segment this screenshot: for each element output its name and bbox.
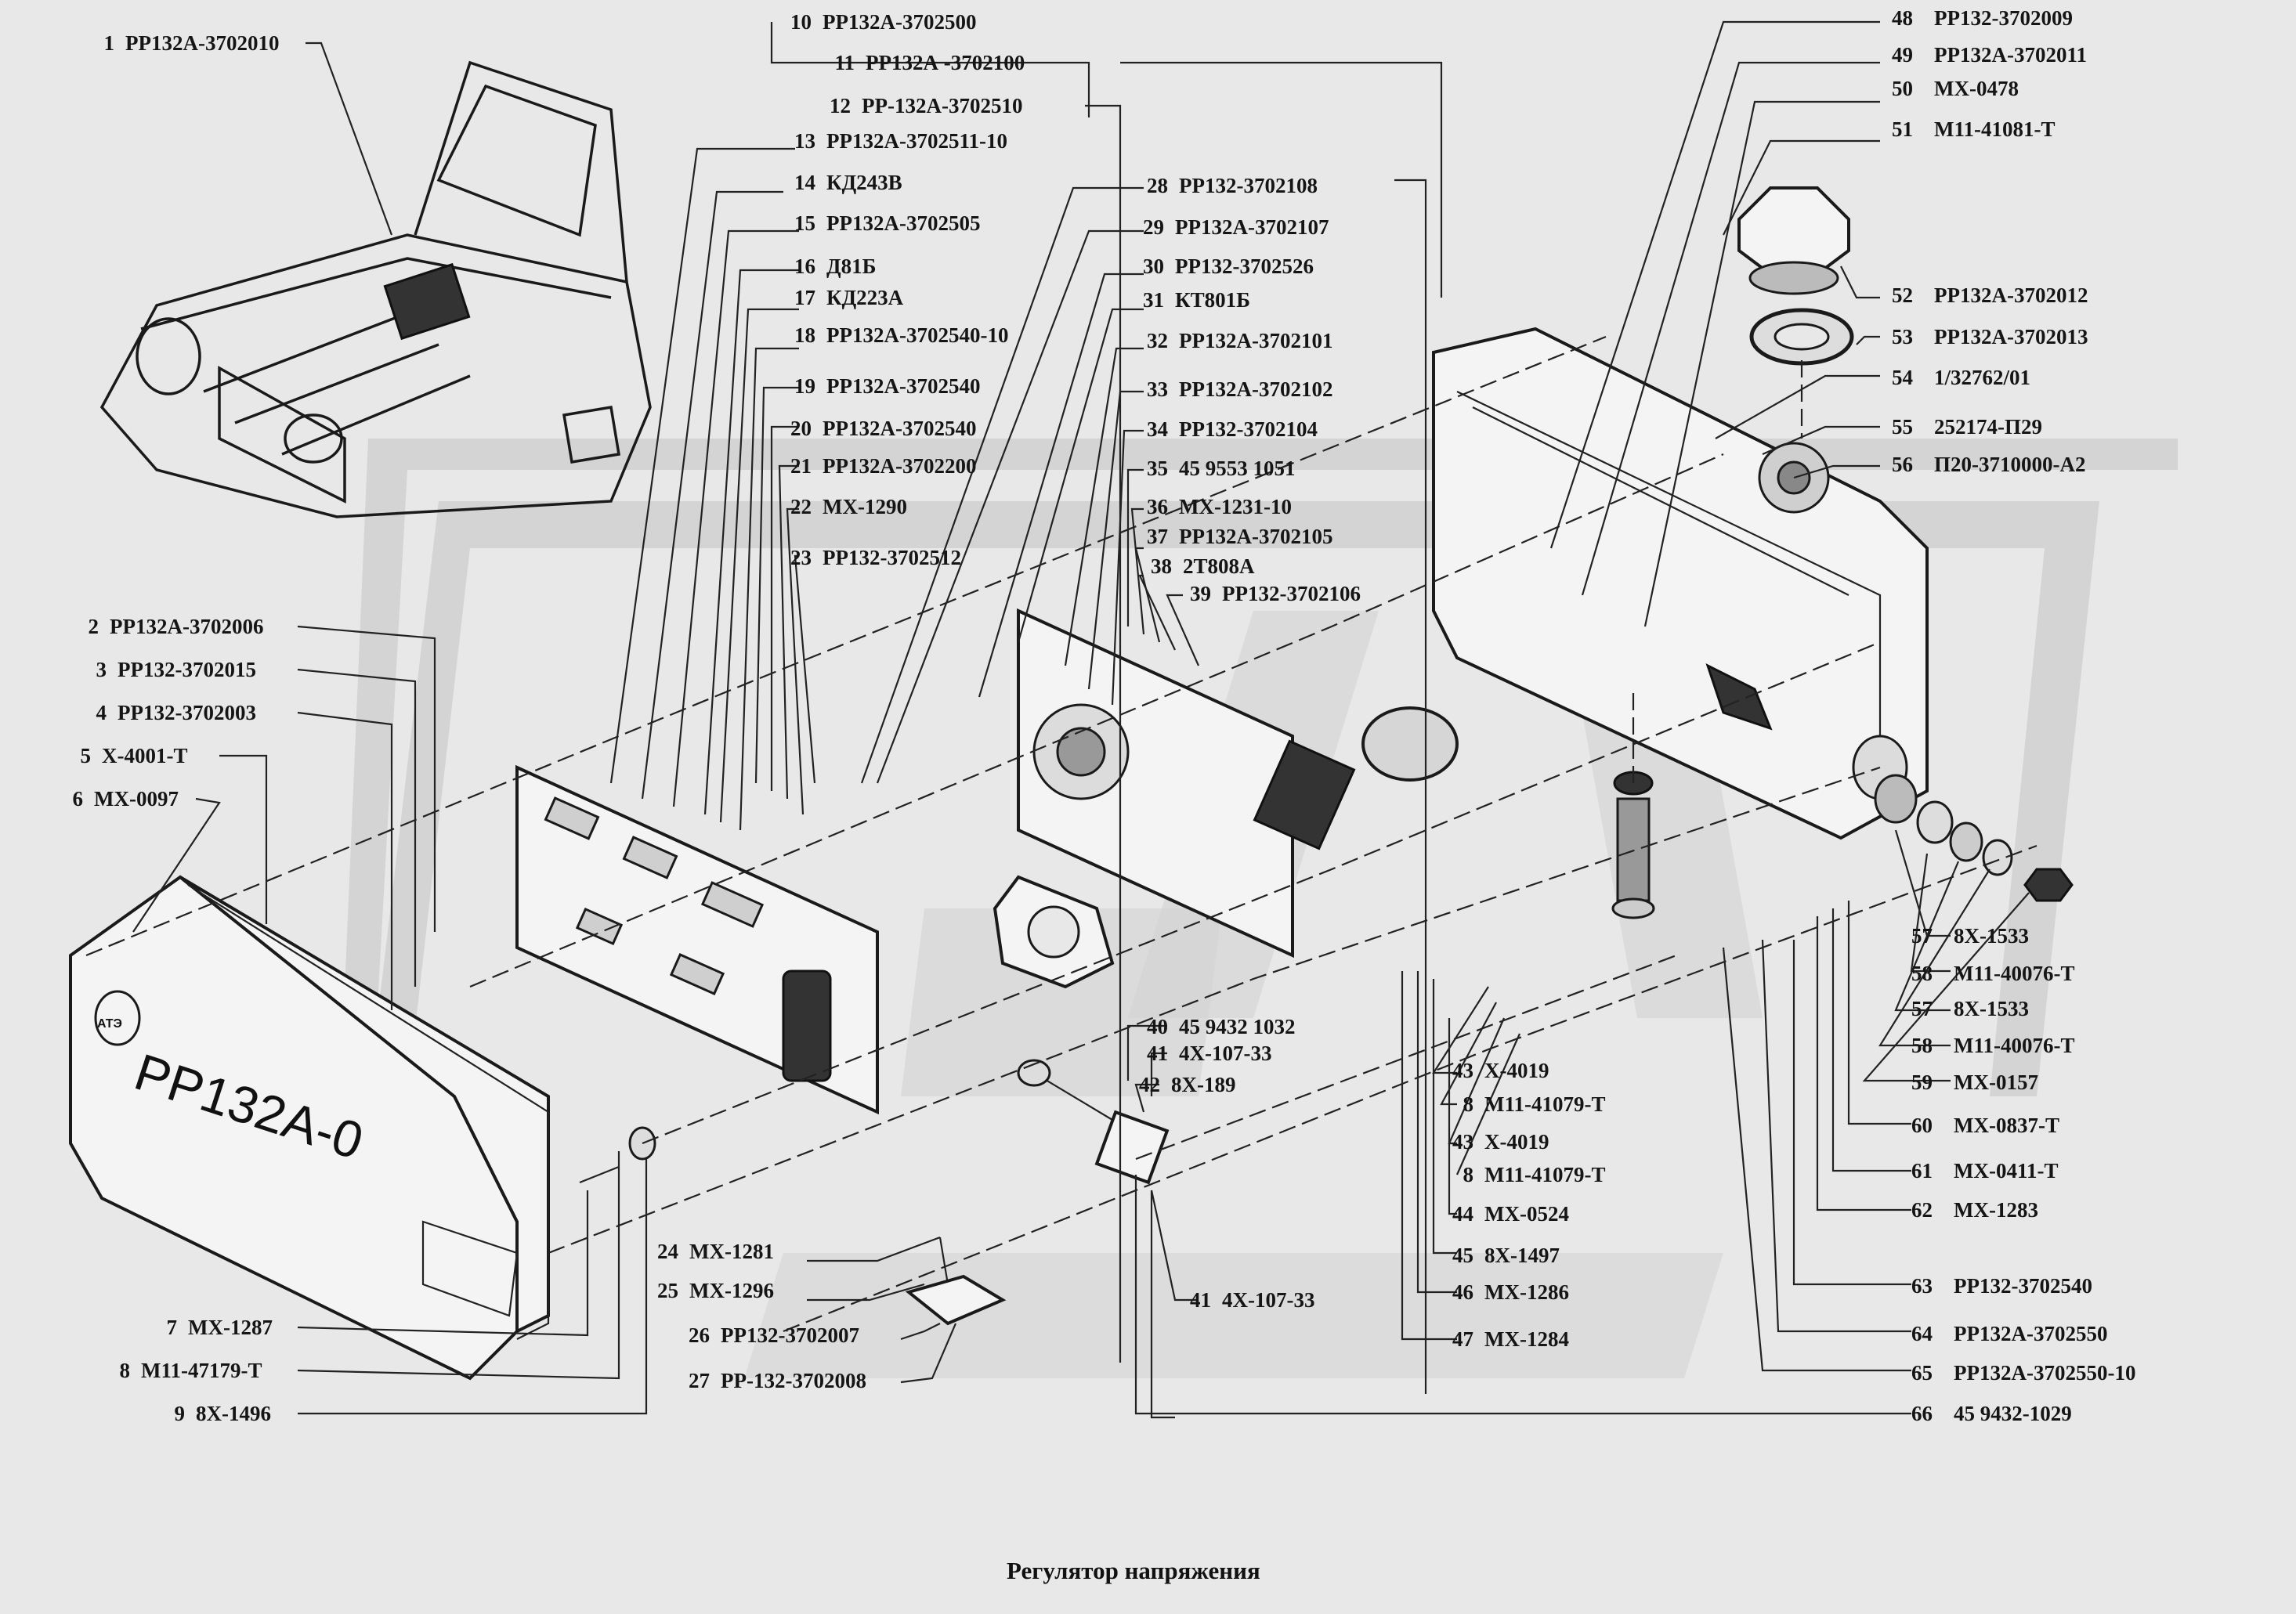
cover-logo-mark: АТЭ xyxy=(97,1017,122,1031)
vehicle-sketch xyxy=(99,60,652,518)
regulator-cover xyxy=(69,875,550,1381)
heatsink-plate xyxy=(1017,608,1356,959)
gasket-outline xyxy=(187,884,550,1340)
bottom-hardware xyxy=(579,1059,1170,1326)
diagram-caption: Регулятор напряжения xyxy=(1007,1557,1260,1584)
leader-lines xyxy=(132,20,2030,1419)
base-housing xyxy=(1432,327,1929,840)
circuit-board xyxy=(515,764,879,1115)
nut-washer-stack xyxy=(1874,774,2074,902)
assembly-axes xyxy=(85,335,2037,1333)
transistor-body xyxy=(1361,706,1459,782)
filler-cap xyxy=(1737,186,1850,295)
